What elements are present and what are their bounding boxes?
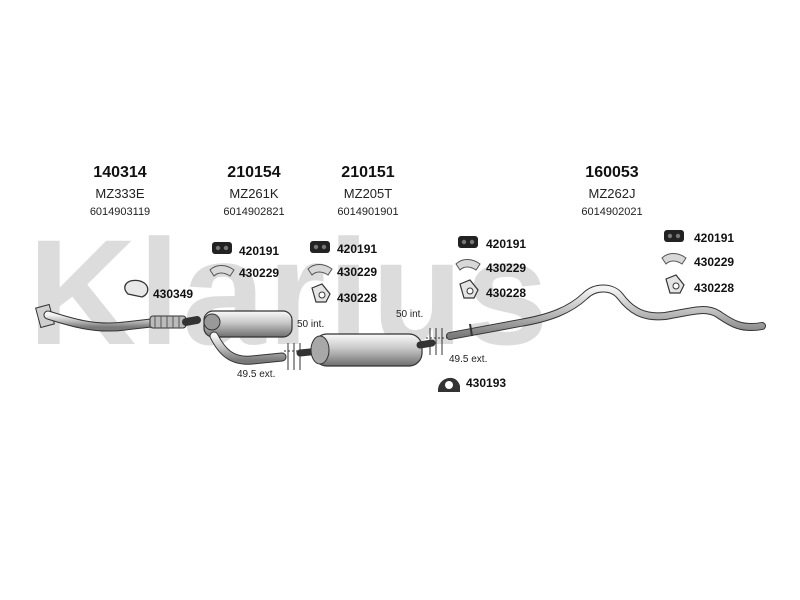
part-middle-silencer[interactable]: 210151 MZ205T 6014901901 — [298, 163, 438, 220]
label-bracket: 430229 — [694, 255, 735, 269]
hanger-icon[interactable] — [438, 377, 460, 392]
bracket-icon[interactable] — [209, 265, 235, 277]
part-model: MZ261K — [229, 186, 279, 201]
rubber-mount-icon[interactable] — [310, 241, 330, 253]
part-ref: 6014902821 — [223, 206, 285, 218]
part-front-silencer[interactable]: 210154 MZ261K 6014902821 — [184, 163, 324, 220]
front-silencer-shape[interactable] — [203, 310, 293, 365]
part-ref: 6014903119 — [89, 206, 151, 218]
label-hanger: 430193 — [466, 376, 507, 390]
rubber-mount-icon[interactable] — [458, 236, 478, 248]
rubber-mount-icon[interactable] — [212, 242, 232, 254]
rubber-mount-icon[interactable] — [664, 230, 684, 242]
part-model: MZ333E — [95, 186, 145, 201]
front-pipe-shape[interactable] — [35, 303, 201, 332]
part-model: MZ262J — [588, 186, 636, 201]
part-ref: 6014901901 — [337, 206, 399, 218]
part-number: 210154 — [227, 164, 281, 181]
dim-50-int: 50 int. — [297, 319, 325, 330]
label-clamp: 430228 — [337, 291, 378, 305]
label-bracket: 430229 — [239, 266, 280, 280]
clamp-icon[interactable] — [459, 279, 479, 299]
part-front-pipe[interactable]: 140314 MZ333E 6014903119 — [50, 163, 190, 220]
clamp-430349-icon[interactable] — [124, 279, 149, 298]
part-model: MZ205T — [343, 186, 393, 201]
part-number: 210151 — [341, 164, 395, 181]
clamp-icon[interactable] — [665, 274, 685, 294]
tail-pipe-shape[interactable] — [446, 284, 766, 340]
bracket-icon[interactable] — [307, 264, 333, 276]
bracket-icon[interactable] — [661, 253, 687, 265]
part-number: 160053 — [585, 164, 639, 181]
joint-marker — [426, 328, 448, 355]
label-rubber-mount: 420191 — [337, 242, 378, 256]
label-430349: 430349 — [153, 287, 194, 301]
label-bracket: 430229 — [486, 261, 527, 275]
dim-50-int: 50 int. — [396, 309, 424, 320]
label-clamp: 430228 — [694, 281, 735, 295]
label-rubber-mount: 420191 — [486, 237, 527, 251]
part-ref: 6014902021 — [581, 206, 643, 218]
dim-49-5-ext: 49.5 ext. — [237, 369, 276, 380]
part-number: 140314 — [93, 164, 147, 181]
label-bracket: 430229 — [337, 265, 378, 279]
label-clamp: 430228 — [486, 286, 527, 300]
joint-marker — [284, 343, 306, 370]
label-rubber-mount: 420191 — [239, 244, 280, 258]
bracket-icon[interactable] — [455, 259, 481, 271]
label-rubber-mount: 420191 — [694, 231, 735, 245]
part-tail-pipe[interactable]: 160053 MZ262J 6014902021 — [542, 163, 682, 220]
middle-silencer-shape[interactable] — [296, 333, 436, 367]
clamp-icon[interactable] — [311, 283, 331, 303]
dim-49-5-ext: 49.5 ext. — [449, 354, 488, 365]
